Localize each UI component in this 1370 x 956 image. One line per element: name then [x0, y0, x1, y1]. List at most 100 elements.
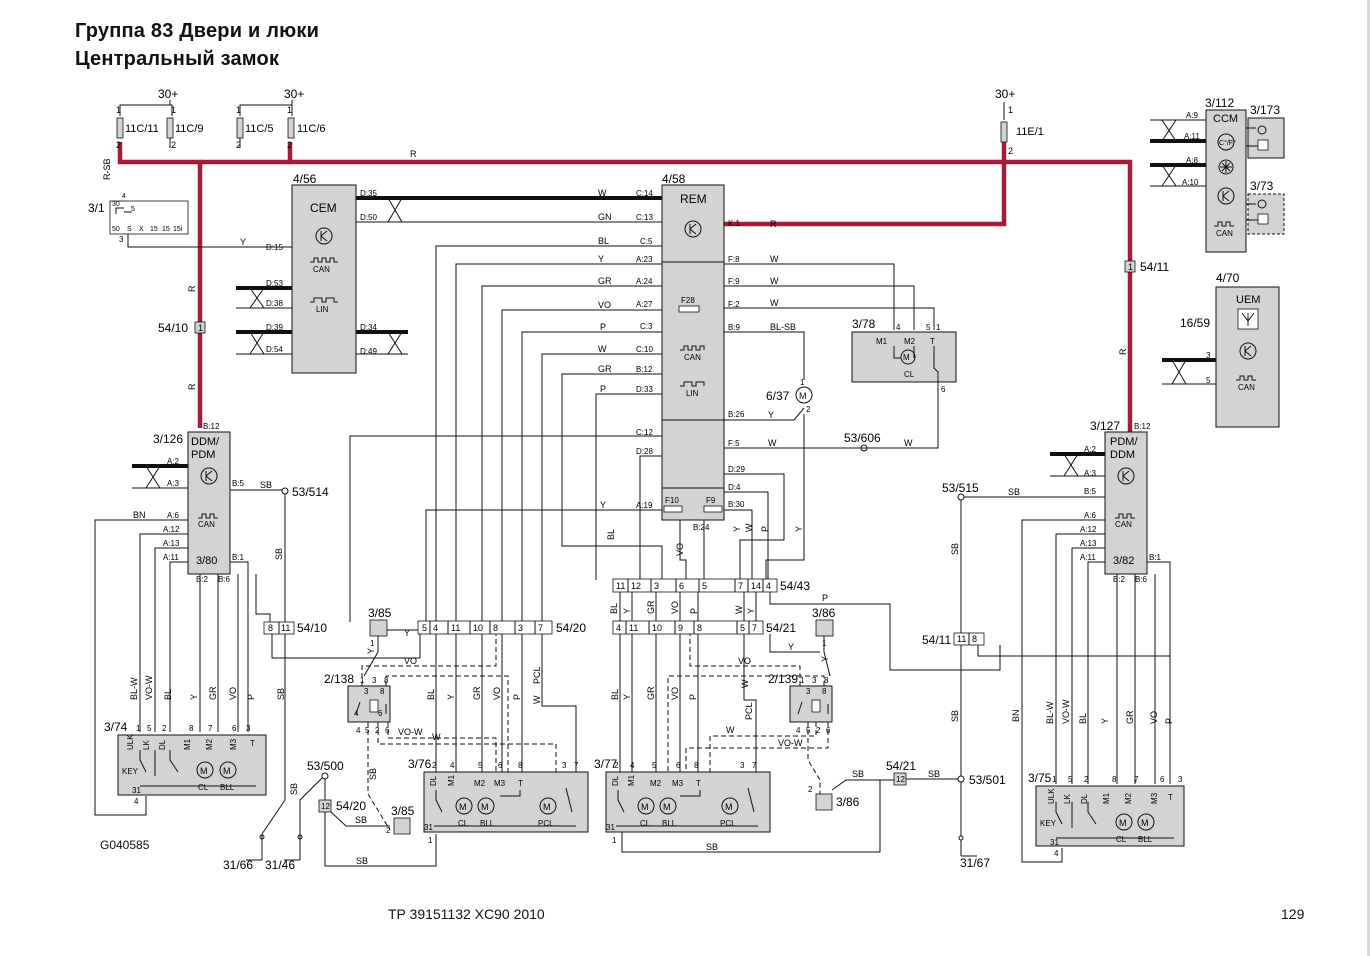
- cem-name: CEM: [310, 201, 337, 215]
- connector-pin: 14: [751, 581, 761, 591]
- connector-pin: 5: [702, 581, 707, 591]
- svg-text:M: M: [725, 802, 733, 812]
- svg-text:2: 2: [806, 405, 811, 414]
- svg-text:W: W: [770, 254, 779, 264]
- svg-text:B:24: B:24: [693, 523, 710, 532]
- svg-text:D:33: D:33: [636, 385, 653, 394]
- svg-text:2: 2: [287, 140, 292, 150]
- svg-text:Y: Y: [794, 526, 804, 532]
- svg-text:W: W: [770, 276, 779, 286]
- svg-text:4: 4: [896, 323, 901, 332]
- svg-text:Y: Y: [732, 526, 742, 532]
- svg-text:3: 3: [119, 235, 124, 244]
- cem-rem-buses: W GN C:14 C:13: [236, 188, 662, 355]
- svg-text:M: M: [543, 802, 551, 812]
- svg-text:W: W: [744, 523, 754, 532]
- rem-ref: 4/58: [662, 172, 686, 186]
- svg-text:3/75: 3/75: [1028, 771, 1052, 785]
- svg-text:D:34: D:34: [360, 323, 377, 332]
- connector-pin: 4: [433, 623, 438, 633]
- svg-text:D:53: D:53: [266, 279, 283, 288]
- svg-text:2: 2: [171, 140, 176, 150]
- svg-text:DL: DL: [1080, 793, 1089, 804]
- connector-pin: 8: [493, 623, 498, 633]
- svg-text:2: 2: [1084, 775, 1089, 784]
- svg-text:2: 2: [162, 724, 167, 733]
- svg-text:BL: BL: [426, 689, 436, 700]
- svg-text:54/11: 54/11: [1140, 260, 1169, 274]
- svg-text:31/66: 31/66: [223, 858, 253, 872]
- svg-text:1: 1: [936, 323, 941, 332]
- svg-text:D:49: D:49: [360, 347, 377, 356]
- svg-text:CCM: CCM: [1213, 113, 1238, 125]
- svg-text:F9: F9: [706, 496, 716, 505]
- svg-text:D:29: D:29: [728, 465, 745, 474]
- svg-text:C:14: C:14: [636, 189, 653, 198]
- svg-text:1: 1: [116, 105, 121, 115]
- svg-text:B:5: B:5: [232, 479, 245, 488]
- svg-text:ULK: ULK: [126, 734, 135, 750]
- switch-3-85-top: 3/85 1 Y Y: [363, 606, 418, 677]
- svg-text:P: P: [1164, 718, 1174, 724]
- motor-6-37: M 6/37 1 2: [766, 378, 813, 414]
- svg-text:M: M: [459, 802, 467, 812]
- connector-pin: 8: [697, 623, 702, 633]
- svg-text:W: W: [768, 438, 777, 448]
- svg-text:1: 1: [171, 105, 176, 115]
- svg-text:SB: SB: [356, 856, 368, 866]
- svg-text:B:2: B:2: [1113, 575, 1126, 584]
- connector-pin: 7: [752, 623, 757, 633]
- svg-text:GR: GR: [598, 364, 612, 374]
- svg-text:M: M: [641, 802, 649, 812]
- svg-text:GR: GR: [208, 686, 218, 700]
- svg-text:C:12: C:12: [636, 428, 653, 437]
- rem-left-harness: BL Y GR VO P W GR P Y BL VO: [349, 236, 705, 622]
- svg-text:11: 11: [957, 634, 966, 644]
- door-lock-left-rear: 3/76 2 4 5 6 8 3 7 DL M1 M2 M3 T M M M C…: [408, 757, 589, 845]
- svg-text:6: 6: [1160, 775, 1165, 784]
- svg-text:P: P: [822, 593, 828, 603]
- svg-text:3/85: 3/85: [391, 804, 415, 818]
- svg-text:F28: F28: [681, 296, 695, 305]
- supply-label-middle: 30+: [284, 87, 304, 101]
- svg-text:A:11: A:11: [1184, 132, 1200, 141]
- svg-text:3/77: 3/77: [594, 757, 618, 771]
- svg-text:D:35: D:35: [360, 189, 377, 198]
- svg-text:VO-W: VO-W: [778, 738, 803, 748]
- svg-text:M: M: [200, 766, 208, 776]
- svg-text:B:6: B:6: [218, 575, 231, 584]
- svg-text:DDM: DDM: [1110, 449, 1135, 461]
- svg-text:M1: M1: [447, 774, 456, 786]
- svg-text:M: M: [799, 391, 807, 401]
- svg-text:B:5: B:5: [1084, 487, 1097, 496]
- door-lock-right-rear: 3/77 2 4 5 6 8 3 7 DL M1 M2 M3 T M M M C…: [594, 757, 894, 853]
- svg-text:BL: BL: [606, 529, 616, 540]
- svg-text:3/85: 3/85: [368, 606, 392, 620]
- svg-text:2: 2: [816, 726, 821, 735]
- page-subtitle: Центральный замок: [75, 48, 280, 70]
- svg-text:B:26: B:26: [728, 410, 745, 419]
- wire-label-r-left-2: R: [187, 383, 197, 390]
- svg-text:3: 3: [364, 687, 369, 696]
- connector-54-11-top: 1 54/11: [1124, 260, 1169, 274]
- svg-text:8: 8: [694, 761, 699, 770]
- page-edge: [1367, 0, 1370, 956]
- svg-text:31: 31: [1050, 838, 1059, 847]
- svg-text:8: 8: [189, 724, 194, 733]
- svg-text:BL: BL: [1078, 713, 1088, 724]
- svg-text:LIN: LIN: [686, 389, 699, 398]
- svg-text:BL-W: BL-W: [129, 677, 139, 700]
- svg-text:BN: BN: [133, 510, 146, 520]
- svg-text:53/606: 53/606: [844, 431, 881, 445]
- ccm-module: 3/112 CCM C°/F° CAN A:9 A:11 A:8 A:10 1 …: [1150, 96, 1285, 253]
- svg-text:BL: BL: [609, 603, 619, 614]
- svg-text:PDM: PDM: [191, 449, 215, 461]
- svg-text:M2: M2: [650, 779, 662, 788]
- svg-text:Y: Y: [600, 500, 606, 510]
- wire-label-gn-c13: GN: [598, 212, 612, 222]
- svg-text:ULK: ULK: [1047, 788, 1056, 804]
- svg-text:M1: M1: [876, 337, 888, 346]
- svg-text:A:13: A:13: [163, 539, 180, 548]
